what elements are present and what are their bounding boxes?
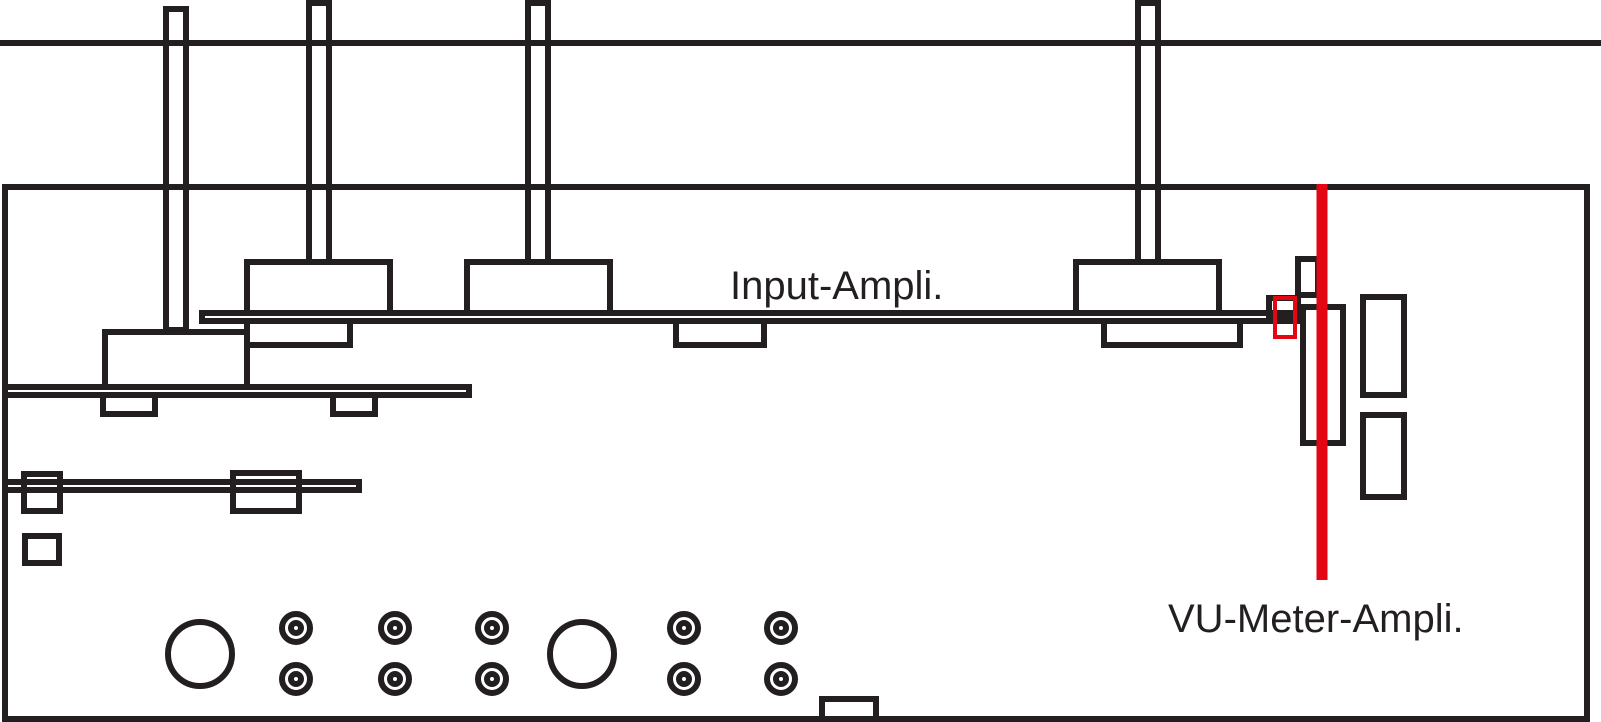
rca-jack-column-1 [279, 611, 313, 696]
vu-meter-upper [1360, 294, 1407, 398]
large-socket-middle [547, 619, 617, 689]
input-board-under-part-3 [1101, 318, 1243, 348]
pot-body-2 [244, 259, 393, 316]
rca-jack-column-4 [667, 611, 701, 696]
vu-meter-lower [1360, 412, 1407, 500]
pot-body-1 [102, 329, 250, 390]
vu-connector-highlight [1273, 296, 1297, 339]
pot-body-4 [1073, 259, 1222, 316]
input-board-under-part-2 [673, 318, 767, 348]
small-board-part-1 [21, 471, 63, 514]
rca-jack-column-3 [475, 611, 509, 696]
pot-body-3 [464, 259, 613, 316]
lower-left-under-part-1 [100, 392, 158, 417]
bottom-connector-tab [819, 696, 879, 722]
small-board-part-2 [230, 470, 302, 514]
vu-meter-ampli-label: VU-Meter-Ampli. [1168, 597, 1464, 641]
input-ampli-label: Input-Ampli. [730, 264, 944, 308]
vu-board-top-part [1295, 256, 1321, 298]
chassis-outline [2, 184, 1590, 722]
small-board [2, 479, 362, 493]
large-socket-left [165, 619, 235, 689]
input-board-under-part-1 [244, 318, 353, 348]
rca-jack-column-5 [764, 611, 798, 696]
lower-left-board [2, 384, 472, 398]
shaft-1 [163, 6, 189, 333]
small-square-part [22, 533, 62, 566]
rca-jack-column-2 [378, 611, 412, 696]
lower-left-under-part-2 [330, 392, 378, 417]
